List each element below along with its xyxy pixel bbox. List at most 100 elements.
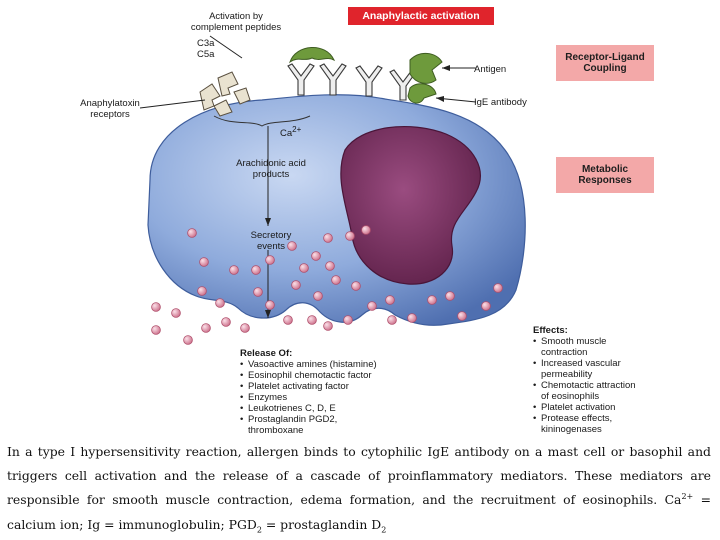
antigen-shapes (289, 47, 443, 104)
anaphylatoxin-label: Anaphylatoxin receptors (70, 98, 150, 120)
granule (215, 298, 225, 308)
activation-label: Activation by complement peptides (176, 11, 296, 33)
anaphylatoxin-label-line-1: Anaphylatoxin (80, 98, 140, 109)
mast-cell-figure: Anaphylactic activation Activation by co… (0, 0, 720, 440)
effects-list: Effects: Smooth musclecontractionIncreas… (533, 325, 636, 435)
effects-heading: Effects: (533, 325, 568, 336)
anaphylactic-activation-banner: Anaphylactic activation (348, 7, 494, 25)
granule (387, 315, 397, 325)
granule (240, 323, 250, 333)
granule (325, 261, 335, 271)
release-item: Prostaglandin PGD2, (240, 414, 377, 425)
granule (445, 291, 455, 301)
granule (221, 317, 231, 327)
granule (427, 295, 437, 305)
release-item: Vasoactive amines (histamine) (240, 359, 377, 370)
granule (253, 287, 263, 297)
ige-antibody-label: IgE antibody (474, 97, 527, 108)
granule (331, 275, 341, 285)
granule (351, 281, 361, 291)
receptor-ligand-box: Receptor-Ligand Coupling (556, 45, 654, 81)
receptor-bracket (213, 115, 311, 127)
c5a-label: C5a (197, 49, 215, 60)
ige-receptors (287, 63, 417, 101)
granule (367, 301, 377, 311)
effects-item: Protease effects, (533, 413, 636, 424)
metabolic-line-1: Metabolic (581, 164, 629, 175)
receptor-ligand-line-2: Coupling (583, 63, 627, 74)
effects-item: permeability (541, 369, 593, 380)
release-item: Platelet activating factor (240, 381, 377, 392)
release-heading: Release Of: (240, 348, 293, 359)
caption-pgd-subscript: 2 (256, 525, 262, 535)
mast-cell-illustration (139, 35, 526, 345)
effects-item: Smooth muscle (533, 336, 636, 347)
secretory-label-line-1: Secretory (250, 230, 292, 241)
granule (229, 265, 239, 275)
granule (287, 241, 297, 251)
metabolic-responses-box: Metabolic Responses (556, 157, 654, 193)
activation-label-line-1: Activation by (209, 11, 263, 22)
anaphylatoxin-label-line-2: receptors (90, 109, 130, 120)
caption-part-3: = prostaglandin D (261, 516, 382, 532)
granule (291, 280, 301, 290)
granule (407, 313, 417, 323)
granule (457, 311, 467, 321)
calcium-label: Ca2+ (280, 124, 302, 139)
granule (199, 257, 209, 267)
granule (345, 231, 355, 241)
granule (197, 286, 207, 296)
effects-item: kininogenases (541, 424, 602, 435)
granule (151, 325, 161, 335)
granule (323, 233, 333, 243)
calcium-text: Ca (280, 128, 293, 139)
effects-item: Chemotactic attraction (533, 380, 636, 391)
effects-item: Platelet activation (533, 402, 636, 413)
caption-part-1: In a type I hypersensitivity reaction, a… (7, 444, 711, 508)
arachidonic-label-line-1: Arachidonic acid (236, 158, 306, 169)
activation-label-line-2: complement peptides (190, 22, 282, 33)
arachidonic-label-line-2: products (252, 169, 290, 180)
effects-item: contraction (541, 347, 588, 358)
granule (343, 315, 353, 325)
secretory-label-line-2: events (257, 241, 285, 252)
release-item: Enzymes (240, 392, 377, 403)
granule (171, 308, 181, 318)
caption-ca-superscript: 2+ (681, 492, 694, 502)
pointer-arrowheads (265, 65, 450, 318)
anaphylatoxin-receptors (199, 71, 251, 117)
release-of-list: Release Of: Vasoactive amines (histamine… (240, 348, 377, 436)
caption-d-subscript: 2 (381, 525, 387, 535)
granule (311, 251, 321, 261)
granule (187, 228, 197, 238)
calcium-superscript: 2+ (292, 124, 302, 134)
complement-labels: C3a C5a (197, 38, 214, 60)
metabolic-line-2: Responses (578, 175, 632, 186)
granule (251, 265, 261, 275)
granule (299, 263, 309, 273)
effects-item: of eosinophils (541, 391, 600, 402)
granule (201, 323, 211, 333)
effects-item: Increased vascular (533, 358, 636, 369)
granule (323, 321, 333, 331)
granule (313, 291, 323, 301)
granule (151, 302, 161, 312)
arachidonic-label: Arachidonic acid products (226, 158, 316, 180)
granule (385, 295, 395, 305)
granules (151, 225, 503, 345)
granule (265, 255, 275, 265)
caption-part-2: = calcium ion; Ig = immunoglobulin; PGD (7, 492, 711, 532)
figure-caption: In a type I hypersensitivity reaction, a… (7, 440, 711, 537)
granule (481, 301, 491, 311)
release-items: Vasoactive amines (histamine)Eosinophil … (240, 359, 377, 436)
granule (493, 283, 503, 293)
antigen-label: Antigen (474, 64, 507, 75)
granule (265, 300, 275, 310)
release-item: Leukotrienes C, D, E (240, 403, 377, 414)
granule (307, 315, 317, 325)
effects-items: Smooth musclecontractionIncreased vascul… (533, 336, 636, 435)
secretory-label: Secretory events (236, 230, 306, 252)
release-item: Eosinophil chemotactic factor (240, 370, 377, 381)
granule (183, 335, 193, 345)
c3a-label: C3a (197, 38, 215, 49)
